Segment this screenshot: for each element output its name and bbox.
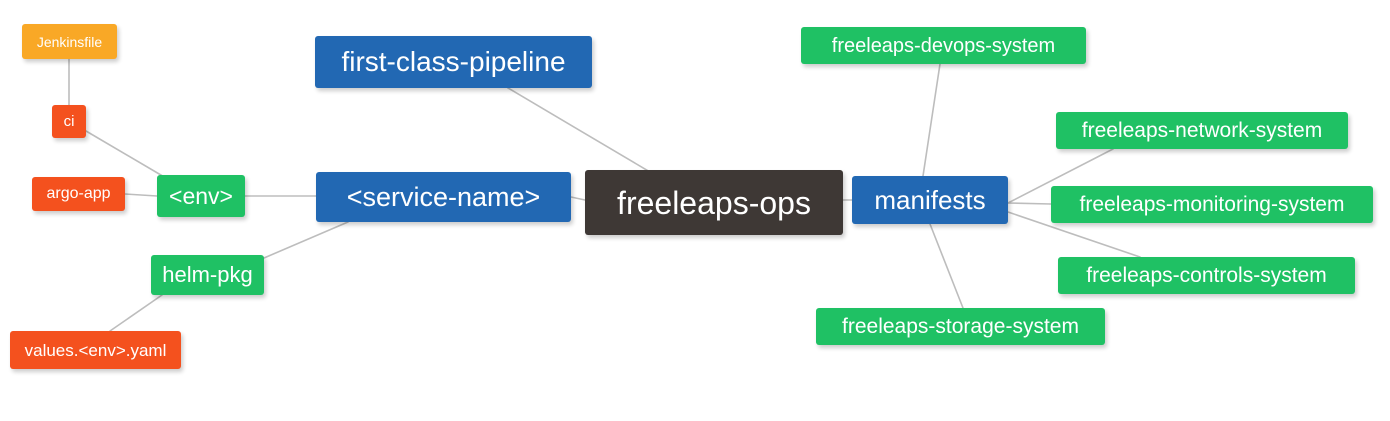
mindmap-node-label: freeleaps-devops-system	[831, 34, 1056, 57]
mindmap-node-label: values.<env>.yaml	[24, 340, 167, 360]
mindmap-node-label: <service-name>	[346, 181, 541, 212]
mindmap-node-values-yaml[interactable]: values.<env>.yaml	[10, 331, 181, 369]
mindmap-node-service-name[interactable]: <service-name>	[316, 172, 571, 222]
mindmap-node-label: Jenkinsfile	[36, 33, 103, 50]
mindmap-node-label: first-class-pipeline	[341, 46, 566, 77]
edge-manifests-to-freeleaps-storage-system	[929, 223, 964, 309]
mindmap-node-label: freeleaps-storage-system	[842, 315, 1079, 338]
mindmap-node-label: <env>	[169, 182, 233, 209]
mindmap-node-label: freeleaps-monitoring-system	[1079, 193, 1345, 216]
mindmap-node-env[interactable]: <env>	[157, 175, 245, 217]
mindmap-node-label: freeleaps-controls-system	[1086, 264, 1327, 287]
mindmap-node-manifests[interactable]: manifests	[852, 176, 1008, 224]
mindmap-node-freeleaps-controls-system[interactable]: freeleaps-controls-system	[1058, 257, 1355, 294]
mindmap-node-freeleaps-ops[interactable]: freeleaps-ops	[585, 170, 843, 235]
mindmap-node-freeleaps-devops-system[interactable]: freeleaps-devops-system	[801, 27, 1086, 64]
edge-service-name-to-freeleaps-ops	[570, 196, 586, 201]
edge-argo-app-to-env	[124, 193, 158, 197]
edge-first-class-pipeline-to-freeleaps-ops	[507, 87, 651, 173]
mindmap-node-jenkinsfile[interactable]: Jenkinsfile	[22, 24, 117, 59]
mindmap-node-ci[interactable]: ci	[52, 105, 86, 138]
mindmap-node-freeleaps-monitoring-system[interactable]: freeleaps-monitoring-system	[1051, 186, 1373, 223]
mindmap-node-label: ci	[63, 113, 75, 130]
edge-ci-to-env	[85, 130, 167, 179]
edge-helm-pkg-to-values-yaml	[109, 294, 163, 332]
mindmap-node-freeleaps-network-system[interactable]: freeleaps-network-system	[1056, 112, 1348, 149]
mindmap-node-first-class-pipeline[interactable]: first-class-pipeline	[315, 36, 592, 88]
mindmap-node-label: argo-app	[46, 185, 111, 202]
mindmap-node-label: helm-pkg	[162, 262, 253, 287]
mindmap-node-freeleaps-storage-system[interactable]: freeleaps-storage-system	[816, 308, 1105, 345]
edge-manifests-to-freeleaps-monitoring-system	[1007, 202, 1052, 205]
mindmap-node-label: manifests	[874, 185, 986, 215]
edge-service-name-to-helm-pkg	[263, 221, 349, 259]
mindmap-node-helm-pkg[interactable]: helm-pkg	[151, 255, 264, 295]
mindmap-node-label: freeleaps-network-system	[1081, 119, 1323, 142]
edge-manifests-to-freeleaps-devops-system	[922, 63, 941, 177]
mindmap-node-argo-app[interactable]: argo-app	[32, 177, 125, 211]
mindmap-node-label: freeleaps-ops	[617, 184, 811, 221]
